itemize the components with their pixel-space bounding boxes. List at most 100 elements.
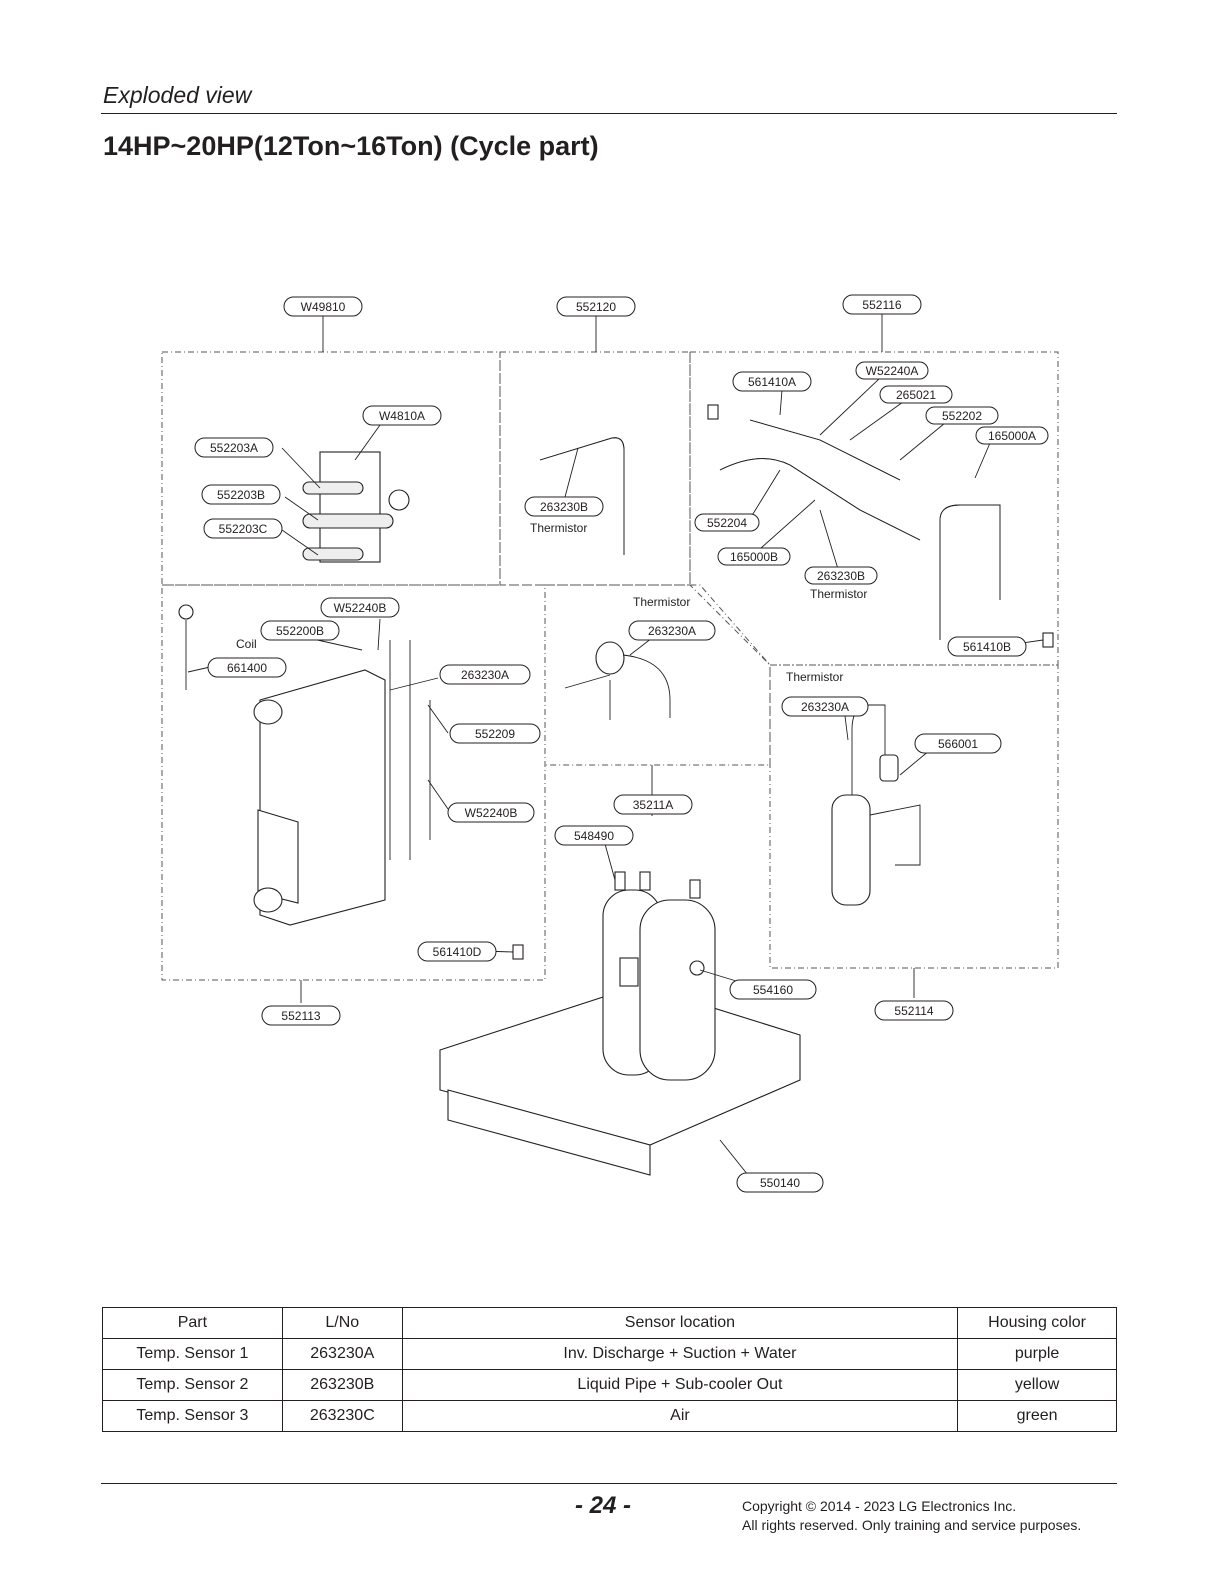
callout-w49810-label: W49810	[301, 300, 346, 314]
callout-661400-label: 661400	[227, 661, 267, 675]
compressor-drawing	[439, 871, 801, 1176]
callout-263230a-right-label: 263230A	[801, 700, 849, 714]
callout-552202: 552202	[925, 406, 999, 425]
callout-165000a-label: 165000A	[988, 429, 1036, 443]
callout-552209: 552209	[449, 723, 541, 744]
callout-552120: 552120	[556, 296, 636, 317]
callout-w52240b-low-label: W52240B	[465, 806, 518, 820]
callout-263230b-right-label: 263230B	[817, 569, 865, 583]
valve-assembly-drawing	[302, 451, 410, 563]
center-thermistor-drawing	[564, 641, 671, 720]
callout-554160-label: 554160	[753, 983, 793, 997]
callout-550140: 550140	[736, 1172, 824, 1193]
callout-552113: 552113	[261, 1005, 341, 1026]
callout-w52240a: W52240A	[855, 361, 929, 380]
callout-552203b-label: 552203B	[217, 488, 265, 502]
heat-exchanger-drawing	[178, 604, 524, 960]
callout-552204-label: 552204	[707, 516, 747, 530]
callout-552203c: 552203C	[203, 518, 283, 539]
callout-548490: 548490	[554, 825, 634, 846]
callout-552116-label: 552116	[862, 298, 901, 312]
thermistor-mid-label: Thermistor	[530, 521, 587, 535]
callout-552114-label: 552114	[894, 1004, 933, 1018]
exploded-diagram: W49810 552120 552116 W4810A 552203A 5522…	[161, 294, 1059, 1193]
callout-552114: 552114	[874, 1000, 954, 1021]
callout-661400: 661400	[207, 657, 287, 678]
table-row: Temp. Sensor 3 263230C Air green	[102, 1400, 1117, 1432]
callout-561410b: 561410B	[947, 636, 1027, 657]
copyright-line-2: All rights reserved. Only training and s…	[742, 1517, 1082, 1533]
callout-552200b: 552200B	[260, 620, 340, 641]
table-cell: purple	[957, 1338, 1117, 1370]
table-cell: yellow	[957, 1369, 1117, 1401]
section-label: Exploded view	[103, 82, 252, 108]
callout-165000b: 165000B	[717, 547, 791, 566]
callout-leaders	[187, 377, 1044, 1181]
callout-566001: 566001	[914, 733, 1002, 754]
table-header-cell: Sensor location	[401, 1307, 959, 1339]
table-cell: 263230A	[281, 1338, 403, 1370]
table-header-cell: Housing color	[957, 1307, 1117, 1339]
callout-263230a-left-label: 263230A	[461, 668, 509, 682]
table-row: Temp. Sensor 2 263230B Liquid Pipe + Sub…	[102, 1369, 1117, 1401]
callout-552209-label: 552209	[475, 727, 515, 741]
callout-552120-label: 552120	[576, 300, 616, 314]
callout-265021: 265021	[879, 385, 953, 404]
callout-263230a-right: 263230A	[781, 696, 869, 717]
callout-w52240a-label: W52240A	[866, 364, 919, 378]
table-cell: Temp. Sensor 2	[102, 1369, 283, 1401]
callout-w52240b-top: W52240B	[320, 597, 400, 618]
callout-263230b-right: 263230B	[804, 566, 878, 585]
callout-w4810a: W4810A	[362, 405, 442, 426]
table-header-row: Part L/No Sensor location Housing color	[102, 1307, 1117, 1339]
page-title: 14HP~20HP(12Ton~16Ton) (Cycle part)	[103, 131, 599, 161]
sensor-table: Part L/No Sensor location Housing color …	[102, 1307, 1117, 1432]
callout-552113-label: 552113	[281, 1009, 320, 1023]
callout-552203a-label: 552203A	[210, 441, 258, 455]
table-cell: Inv. Discharge + Suction + Water	[401, 1338, 959, 1370]
callout-265021-label: 265021	[896, 388, 936, 402]
copyright-line-1: Copyright © 2014 - 2023 LG Electronics I…	[742, 1498, 1017, 1514]
callout-552204: 552204	[694, 513, 760, 532]
table-cell: 263230B	[281, 1369, 403, 1401]
callout-165000a: 165000A	[975, 426, 1049, 445]
table-cell: Air	[401, 1400, 959, 1432]
callout-263230a-center: 263230A	[628, 620, 716, 641]
callout-263230b-mid: 263230B	[524, 496, 604, 517]
callout-552203b: 552203B	[201, 484, 281, 505]
callout-w52240b-low: W52240B	[447, 802, 535, 823]
callout-561410b-label: 561410B	[963, 640, 1011, 654]
callout-561410a: 561410A	[732, 371, 812, 392]
callout-552200b-label: 552200B	[276, 624, 324, 638]
thermistor-right-label: Thermistor	[810, 587, 867, 601]
accumulator-drawing	[831, 704, 921, 906]
table-cell: Temp. Sensor 1	[102, 1338, 283, 1370]
table-cell: 263230C	[281, 1400, 403, 1432]
callout-263230a-left: 263230A	[439, 664, 531, 685]
callout-554160: 554160	[729, 979, 817, 1000]
callout-561410d-label: 561410D	[433, 945, 482, 959]
callout-w52240b-top-label: W52240B	[334, 601, 387, 615]
thermistor-pipe-drawing	[539, 437, 625, 555]
group-outlines	[161, 351, 1059, 981]
callout-552202-label: 552202	[942, 409, 982, 423]
callout-w49810: W49810	[283, 296, 363, 317]
callout-561410d: 561410D	[417, 941, 497, 962]
callout-548490-label: 548490	[574, 829, 614, 843]
callout-165000b-label: 165000B	[730, 550, 778, 564]
callout-263230a-center-label: 263230A	[648, 624, 696, 638]
page-number: - 24 -	[575, 1492, 632, 1519]
callout-552116: 552116	[842, 294, 922, 315]
table-cell: Liquid Pipe + Sub-cooler Out	[401, 1369, 959, 1401]
callout-552203a: 552203A	[194, 437, 274, 458]
table-row: Temp. Sensor 1 263230A Inv. Discharge + …	[102, 1338, 1117, 1370]
footer-rule	[101, 1483, 1117, 1484]
callout-552203c-label: 552203C	[219, 522, 268, 536]
callout-550140-label: 550140	[760, 1176, 800, 1190]
coil-label: Coil	[236, 637, 257, 651]
callout-263230b-mid-label: 263230B	[540, 500, 588, 514]
table-header-cell: L/No	[281, 1307, 403, 1339]
thermistor-center-label: Thermistor	[633, 595, 690, 609]
callout-w4810a-label: W4810A	[379, 409, 425, 423]
table-cell: green	[957, 1400, 1117, 1432]
